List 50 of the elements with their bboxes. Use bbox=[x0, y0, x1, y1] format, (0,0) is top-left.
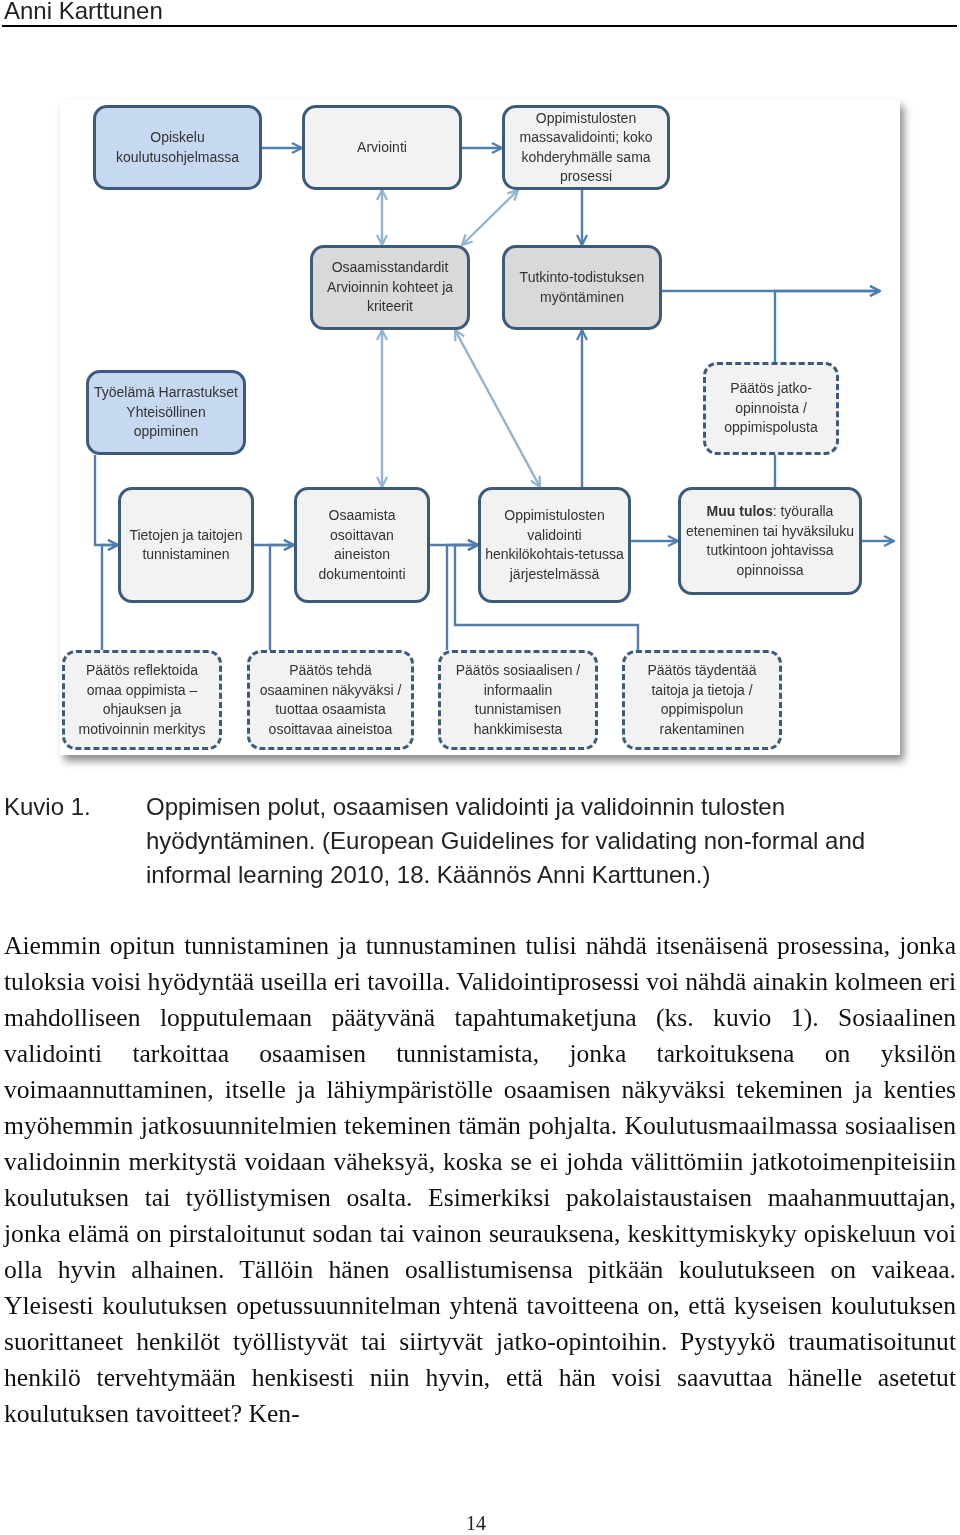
arrow bbox=[268, 538, 296, 650]
arrow bbox=[631, 534, 680, 548]
box-label: Arviointi bbox=[357, 137, 407, 157]
box-label: Päätös reflektoida omaa oppimista – ohjauksen ja motivoinnin merkitys bbox=[77, 661, 207, 739]
arrow bbox=[462, 141, 504, 155]
box-label: Osaamista osoittavan aineiston dokumentointi bbox=[317, 506, 407, 584]
arrow bbox=[375, 328, 389, 489]
arrow bbox=[453, 328, 542, 489]
activity-box bbox=[93, 105, 262, 190]
activity-box bbox=[86, 370, 246, 455]
arrow bbox=[453, 538, 640, 650]
running-header: Anni Karttunen bbox=[4, 0, 163, 26]
arrow bbox=[375, 188, 389, 247]
box-label: Opiskelu koulutusohjelmassa bbox=[115, 128, 240, 167]
decision-box bbox=[703, 362, 839, 455]
figure-caption: Oppimisen polut, osaamisen validointi ja validoinnin tulosten hyödyntäminen. (European Guidelines for validating non-formal and informal learning 2010, 18. Käännös Anni Karttunen.) bbox=[146, 792, 867, 890]
decision-box bbox=[622, 650, 782, 750]
process-box bbox=[502, 105, 670, 190]
arrow bbox=[262, 141, 304, 155]
body-paragraph: Aiemmin opitun tunnistaminen ja tunnustaminen tulisi nähdä itsenäisenä prosessina, jonka tuloksia voisi hyödyntää useilla eri tavoilla. Validointiprosessi voi nähdä ainakin kolmeen eri mahdolliseen lopputulemaan päätyvänä tapahtumaketjuna (ks. kuvio 1). Sosiaalinen validointi tarkoittaa osaamisen tunnistamista, jonka tarkoituksena on yksilön voimaannuttaminen, itselle ja lähiympäristölle osaamisen näkyväksi tekeminen ja kenties myöhemmin jatkosuunnitelmien tekeminen tämän pohjalta. Koulutusmaailmassa sosiaalisen validoinnin merkitystä voidaan väheksyä, koska se ei johda välittömiin jatkotoimenpiteisiin koulutuksen tai työllistymisen osalta. Esimerkiksi pakolaistaustaisen maahanmuuttajan, jonka elämä on pirstaloitunut sodan tai vainon seurauksena, keskittymiskyky opiskeluun voi olla hyvin alhainen. Tällöin hänen osallistumisensa pitkään koulutukseen on vaikeaa. Yleisesti koulutuksen opetussuunnitelman yhtenä tavoitteena on, että kyseisen koulutuksen suorittaneet henkilöt työllistyvät tai siirtyvät jatko-opintoihin. Pystyykö traumatisoitunut henkilö tervehtymään henkisesti niin hyvin, että hän voisi saavuttaa hänelle asetetut koulutuksen tavoitteet? Ken- bbox=[4, 930, 956, 1430]
box-label: Päätös jatko-opinnoista / oppimispolusta bbox=[723, 379, 819, 438]
decision-box bbox=[247, 650, 414, 750]
process-box bbox=[118, 487, 254, 603]
process-box bbox=[678, 487, 862, 595]
process-box bbox=[478, 487, 631, 603]
arrow bbox=[773, 284, 882, 362]
box-label: Tutkinto-todistuksen myöntäminen bbox=[518, 268, 646, 307]
page-number: 14 bbox=[466, 1511, 486, 1535]
arrow bbox=[100, 538, 120, 650]
box-label: Työelämä Harrastukset Yhteisöllinen oppiminen bbox=[93, 383, 239, 442]
arrow bbox=[575, 190, 589, 247]
box-label: Päätös tehdä osaaminen näkyväksi / tuottaa osaamista osoittavaa aineistoa bbox=[258, 661, 403, 739]
box-label: Osaamisstandardit Arvioinnin kohteet ja kriteerit bbox=[325, 258, 455, 317]
box-label: Oppimistulosten massavalidointi; koko kohderyhmälle sama prosessi bbox=[518, 108, 654, 186]
decision-box bbox=[438, 650, 598, 750]
decision-box bbox=[62, 650, 222, 750]
arrow bbox=[460, 188, 520, 247]
box-label: Tietojen ja taitojen tunnistaminen bbox=[128, 525, 244, 564]
box-label: Oppimistulosten validointi henkilökohtais-tetussa järjestelmässä bbox=[485, 506, 624, 584]
box-label: Päätös sosiaalisen / informaalin tunnistamisen hankkimisesta bbox=[454, 661, 582, 739]
arrow bbox=[862, 534, 896, 548]
figure-number: Kuvio 1. bbox=[4, 792, 91, 822]
arrow bbox=[575, 328, 589, 487]
box-label: Päätös täydentää taitoja ja tietoja / oppimispolun rakentaminen bbox=[646, 661, 758, 739]
process-box bbox=[310, 245, 470, 330]
connector-line bbox=[773, 455, 777, 487]
box-label: Muu tulos: työuralla eteneminen tai hyväksiluku tutkintoon johtavissa opinnoissa bbox=[685, 502, 855, 580]
process-box bbox=[302, 105, 462, 190]
process-box bbox=[294, 487, 430, 603]
process-box bbox=[502, 245, 662, 330]
